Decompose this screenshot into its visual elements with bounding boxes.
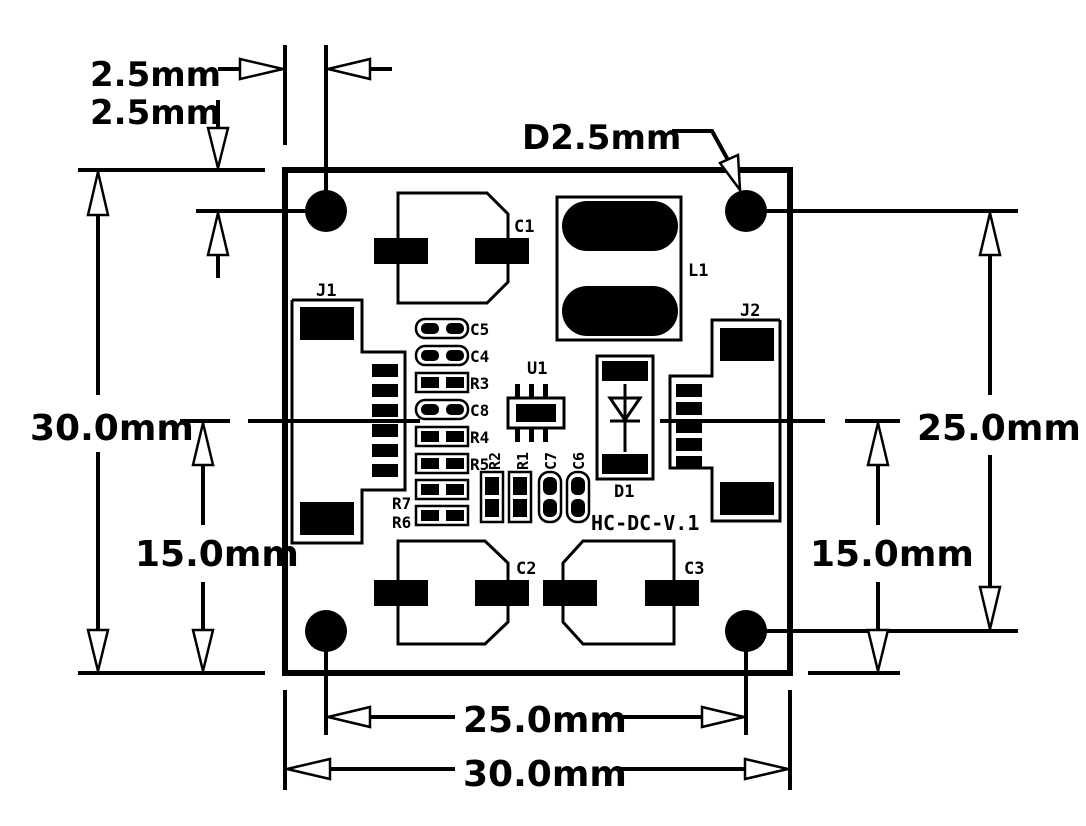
label-c6: C6 <box>570 452 588 470</box>
dim-left-height: 30.0mm <box>30 408 194 449</box>
label-u1: U1 <box>527 359 547 379</box>
label-r6: R6 <box>392 513 411 532</box>
dimension-arrows <box>86 57 1002 781</box>
label-d1: D1 <box>614 482 634 502</box>
label-j1: J1 <box>316 281 336 301</box>
label-c5: C5 <box>470 320 489 339</box>
dimension-lines <box>96 67 992 771</box>
label-r7: R7 <box>392 494 411 513</box>
dim-bottom-outer: 30.0mm <box>463 754 627 795</box>
capacitor-c1: C1 <box>374 191 534 305</box>
board-version-label: HC-DC-V.1 <box>591 511 699 535</box>
label-c8: C8 <box>470 401 489 420</box>
label-r3: R3 <box>470 374 489 393</box>
label-c1: C1 <box>514 217 534 237</box>
capacitor-c3: C3 <box>543 539 704 646</box>
label-r2: R2 <box>486 452 504 470</box>
label-j2: J2 <box>740 301 760 321</box>
label-r4: R4 <box>470 428 489 447</box>
connector-j2: J2 <box>668 301 782 523</box>
passive-column: C5 C4 R3 C8 R4 R5 R7 R6 <box>392 317 489 532</box>
label-l1: L1 <box>688 261 708 281</box>
dim-hole-diameter: D2.5mm <box>522 118 681 158</box>
label-r5: R5 <box>470 455 489 474</box>
dim-left-gap: 2.5mm <box>90 93 221 133</box>
ic-u1: U1 <box>506 359 566 442</box>
label-c3: C3 <box>684 559 704 579</box>
connector-j1: J1 <box>290 281 407 545</box>
label-r1: R1 <box>514 452 532 470</box>
diode-d1: D1 <box>595 354 655 502</box>
capacitor-c2: C2 <box>374 539 536 646</box>
dim-left-half: 15.0mm <box>135 534 299 575</box>
dim-right-height: 25.0mm <box>917 408 1081 449</box>
label-c4: C4 <box>470 347 489 366</box>
label-c7: C7 <box>542 452 560 470</box>
passive-row: R2 R1 C7 C6 <box>479 452 591 524</box>
dim-bottom-inner: 25.0mm <box>463 700 627 741</box>
inductor-l1: L1 <box>555 195 708 342</box>
label-c2: C2 <box>516 559 536 579</box>
dim-top-gap: 2.5mm <box>90 55 221 95</box>
dim-right-half: 15.0mm <box>810 534 974 575</box>
